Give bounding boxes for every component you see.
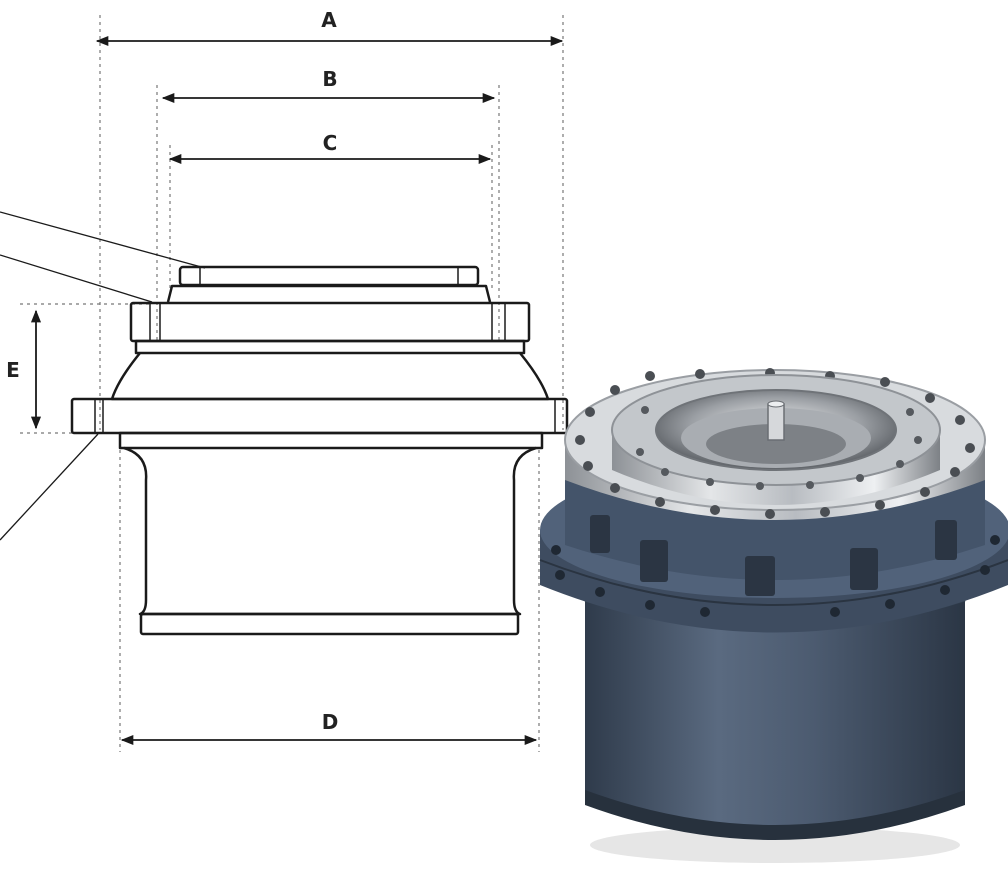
dimension-label-a: A [321,8,337,32]
dimension-label-e: E [6,358,20,382]
extension-lines [20,15,564,752]
leader-lines [0,211,206,541]
gearbox-outline [70,265,569,636]
dimension-label-b: B [322,67,337,91]
gearbox-product-photo [539,368,1008,863]
dimension-label-d: D [322,710,339,734]
technical-drawing: A B C D E [0,8,569,752]
dimension-label-c: C [323,131,338,155]
